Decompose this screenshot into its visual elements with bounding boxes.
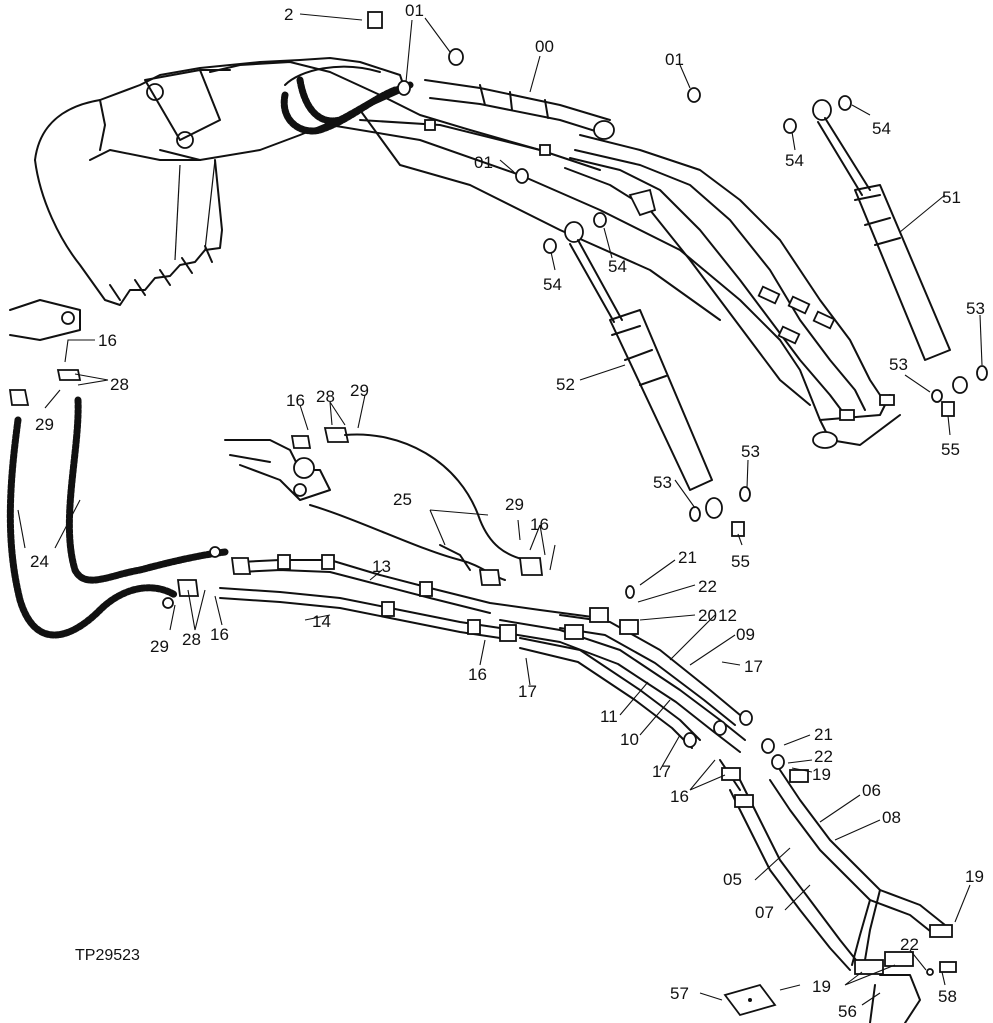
callout: 29 (505, 495, 524, 514)
callout: 55 (731, 552, 750, 571)
callout: 20 (698, 606, 717, 625)
callout: 06 (862, 781, 881, 800)
bucket (34, 57, 406, 306)
callout: 16 (210, 625, 229, 644)
cylinder-51 (812, 99, 988, 417)
small-parts-top (367, 11, 852, 254)
callout: 29 (35, 415, 54, 434)
callout: 54 (543, 275, 562, 294)
callout: 16 (530, 515, 549, 534)
fitting-2 (367, 11, 383, 29)
callout: 24 (30, 552, 49, 571)
callout: 22 (900, 935, 919, 954)
callout: 54 (785, 151, 804, 170)
arm-hoses (280, 76, 551, 156)
callout: 09 (736, 625, 755, 644)
lower-lines (499, 585, 753, 753)
callout: 17 (652, 762, 671, 781)
callout: 2 (284, 5, 293, 24)
bottom-lines (719, 738, 957, 1023)
callout: 05 (723, 870, 742, 889)
callout: 21 (678, 548, 697, 567)
callout: 01 (405, 1, 424, 20)
callout: 56 (838, 1002, 857, 1021)
callout: 53 (741, 442, 760, 461)
callout: 53 (653, 473, 672, 492)
callout: 12 (718, 606, 737, 625)
callout: 25 (393, 490, 412, 509)
callout: 07 (755, 903, 774, 922)
callout: 28 (182, 630, 201, 649)
callout-labels: 2 01 01 00 01 54 54 54 54 51 53 53 53 53… (30, 1, 985, 1021)
hoses-24 (6, 299, 229, 639)
callout: 53 (966, 299, 985, 318)
callout: 19 (965, 867, 984, 886)
callout: 17 (518, 682, 537, 701)
callout: 58 (938, 987, 957, 1006)
callout: 01 (665, 50, 684, 69)
callout: 16 (468, 665, 487, 684)
callout: 01 (474, 153, 493, 172)
callout: 14 (312, 612, 331, 631)
callout: 21 (814, 725, 833, 744)
callout: 10 (620, 730, 639, 749)
arm (209, 61, 901, 449)
callout: 13 (372, 557, 391, 576)
callout: 11 (600, 707, 618, 726)
callout: 16 (670, 787, 689, 806)
callout: 16 (98, 331, 117, 350)
callout: 22 (698, 577, 717, 596)
leader-lines (17, 13, 983, 1006)
callout: 22 (814, 747, 833, 766)
middle-assembly (176, 427, 601, 639)
callout: 28 (316, 387, 335, 406)
callout: 54 (872, 119, 891, 138)
callout: 17 (744, 657, 763, 676)
callout: 51 (942, 188, 961, 207)
boom-lines (564, 134, 895, 421)
callout: 08 (882, 808, 901, 827)
callout: 57 (670, 984, 689, 1003)
cylinder-52 (564, 221, 751, 537)
callout: 54 (608, 257, 627, 276)
callout: 52 (556, 375, 575, 394)
callout: 55 (941, 440, 960, 459)
callout: 29 (150, 637, 169, 656)
callout: 19 (812, 977, 831, 996)
callout: 00 (535, 37, 554, 56)
callout: 29 (350, 381, 369, 400)
reference-code: TP29523 (75, 947, 140, 964)
callout: 53 (889, 355, 908, 374)
callout: 28 (110, 375, 129, 394)
callout: 16 (286, 391, 305, 410)
callout: 19 (812, 765, 831, 784)
